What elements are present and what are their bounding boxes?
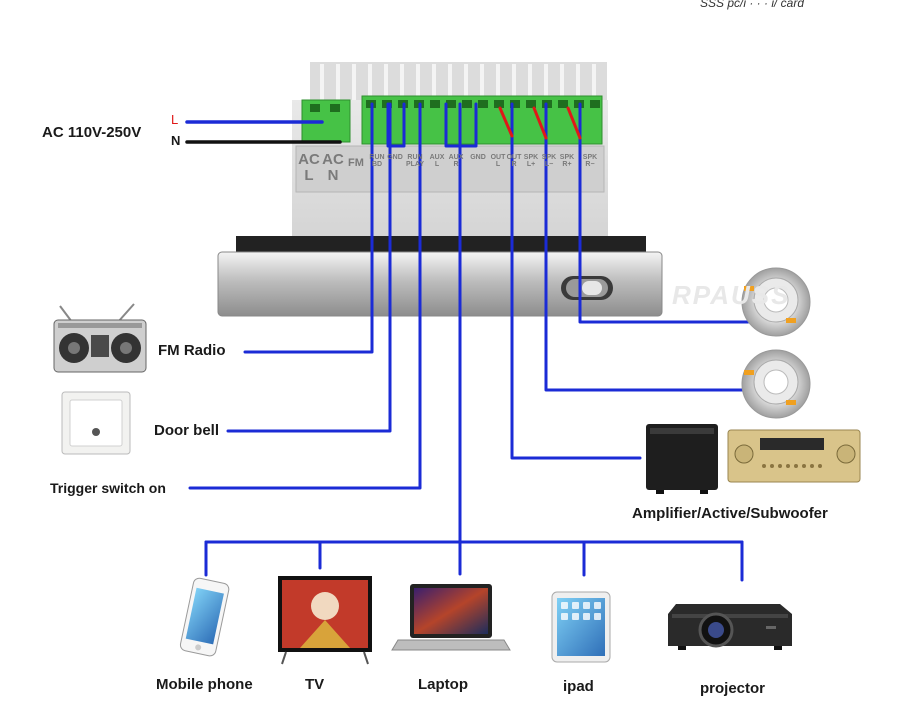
watermark: RPAUSS [672, 280, 791, 310]
terminal-label-line: GND [387, 154, 403, 161]
tv-icon [278, 576, 372, 665]
terminal-label-plate [295, 145, 605, 193]
power-terminal-screw [310, 104, 320, 112]
terminal-label-gnd-2: GND [468, 154, 488, 161]
terminal-label-line: L [304, 166, 314, 184]
terminal-label-line: RUN [407, 154, 423, 161]
controller-unit [217, 62, 663, 317]
terminal-label-line: SPK [541, 154, 557, 161]
terminal-label-line: AC [322, 151, 344, 168]
header-fragment: SSS pc/i · · · i/ card [700, 0, 805, 10]
terminal-label-line: FM [348, 157, 364, 169]
terminal-screw [510, 100, 520, 108]
red-jumper-2 [532, 106, 548, 140]
terminal-label-line: SPK [523, 154, 539, 161]
terminal-label-line: L+ [526, 161, 536, 169]
power-terminal-screw [330, 104, 340, 112]
trigger-label: Trigger switch on [50, 480, 166, 496]
doorbell-icon [61, 391, 131, 455]
trigger-wire [188, 102, 422, 490]
terminal-label-line: AC [298, 151, 320, 168]
terminal-screw [430, 100, 440, 108]
terminal-label-gnd-1: GND [386, 154, 404, 161]
mobile-phone-icon [179, 577, 230, 657]
terminal-label-line: L [434, 161, 440, 169]
amplifier-label: Amplifier/Active/Subwoofer [632, 505, 828, 522]
red-jumper-1 [498, 106, 514, 138]
projector-icon [668, 604, 792, 650]
terminal-bridge-1 [386, 102, 406, 148]
speaker-1-wire [578, 102, 750, 324]
device-label-mobile: Mobile phone [156, 676, 253, 693]
amplifier-wire [510, 102, 642, 460]
power-label: AC 110V-250V [42, 124, 142, 141]
panel-switch-icon [561, 276, 613, 300]
terminal-screw [558, 100, 568, 108]
device-label-ipad: ipad [563, 678, 594, 695]
terminal-label-line: L− [544, 161, 554, 169]
terminal-label-line: R [453, 161, 459, 169]
terminal-screw [462, 100, 472, 108]
fm-wire [243, 102, 374, 354]
red-jumper-3 [566, 106, 582, 140]
subwoofer-icon [646, 424, 718, 494]
doorbell-wire [226, 102, 392, 433]
controller-ribs [320, 64, 596, 100]
terminal-screw [494, 100, 504, 108]
terminal-label-line: AUX [448, 154, 464, 161]
fm-radio-icon [53, 303, 147, 373]
neutral-label: N [171, 133, 181, 148]
terminal-label-line: R [511, 161, 517, 169]
live-label: L [171, 112, 179, 127]
ceiling-speaker-1-icon [741, 267, 811, 337]
terminal-label-line: SPK [559, 154, 575, 161]
terminal-label-line: L [495, 161, 501, 169]
terminal-screw [590, 100, 600, 108]
terminal-label-line: SPK [582, 154, 598, 161]
ipad-icon [551, 591, 611, 663]
terminal-label-fm: FM [346, 157, 366, 170]
device-label-tv: TV [305, 676, 325, 693]
wiring [185, 102, 750, 582]
ceiling-speaker-2-icon [741, 349, 811, 419]
terminal-label-line: BD [371, 161, 383, 169]
device-label-laptop: Laptop [418, 676, 468, 693]
door-bell-label: Door bell [154, 422, 220, 439]
device-label-projector: projector [700, 680, 766, 697]
terminal-label-line: GND [470, 154, 486, 161]
terminal-screw [446, 100, 456, 108]
terminal-label-line: R− [585, 161, 595, 169]
terminal-label-line: N [327, 166, 339, 184]
amplifier-receiver-icon [727, 429, 861, 483]
speaker-2-wire [544, 102, 750, 392]
fm-radio-label: FM Radio [158, 342, 226, 359]
terminal-label-line: AUX [429, 154, 445, 161]
terminal-label-line: R+ [562, 161, 572, 169]
controller-front-panel [217, 251, 663, 317]
laptop-icon [391, 584, 511, 651]
terminal-label-line: RUN [369, 154, 385, 161]
terminal-screw [478, 100, 488, 108]
terminal-label-line: OUT [490, 154, 506, 161]
controller-top-housing [310, 62, 607, 102]
terminal-label-line: OUT [506, 154, 522, 161]
terminal-label-line: PLAY [405, 161, 425, 169]
terminal-screw [526, 100, 536, 108]
